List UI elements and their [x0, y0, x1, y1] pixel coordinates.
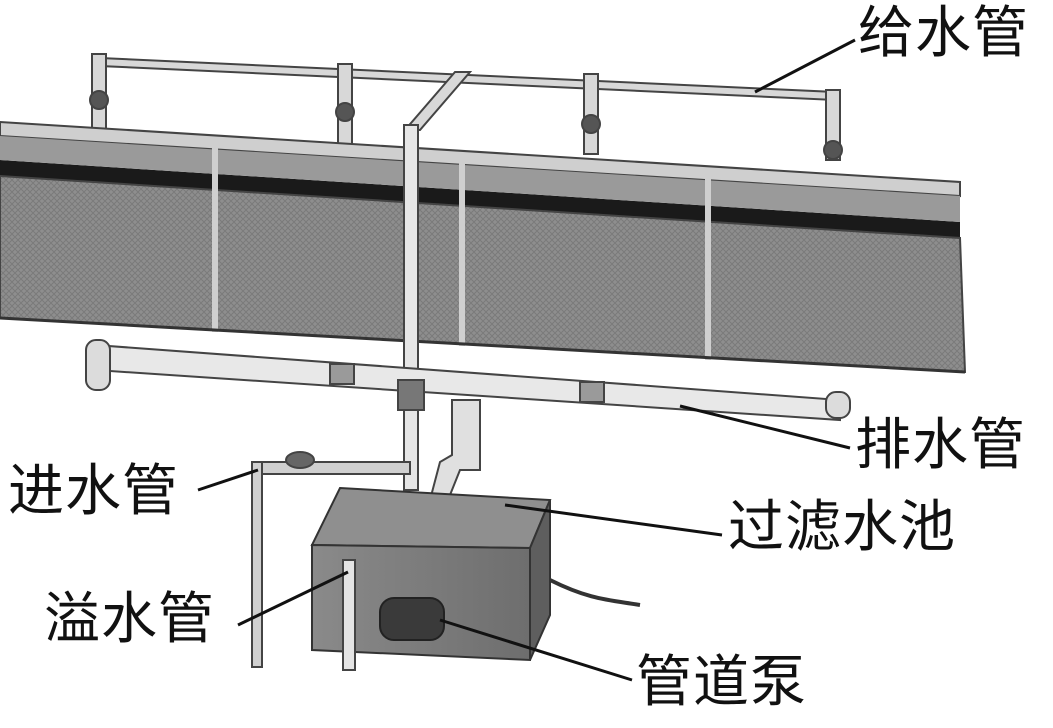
- overflow-pipe: [342, 559, 356, 671]
- drain-return-pipe: [428, 399, 481, 501]
- drain-pipe-label: 排水管: [855, 413, 1026, 478]
- inlet-pipe-label: 进水管: [8, 459, 179, 524]
- leader-inlet: [197, 468, 259, 492]
- feed-pipe: [403, 124, 419, 491]
- pipeline-pump-label: 管道泵: [636, 650, 807, 715]
- leader-pump: [439, 618, 633, 682]
- supply-pipe-label: 给水管: [858, 1, 1029, 66]
- leader-overflow: [237, 570, 349, 627]
- leader-filter: [504, 503, 723, 537]
- filter-tank-label: 过滤水池: [728, 495, 956, 560]
- cooling-pad: [0, 120, 967, 374]
- supply-pipe-main: [99, 56, 836, 102]
- inlet-pipe: [251, 451, 411, 668]
- pipeline-pump: [379, 597, 445, 641]
- supply-pipe-assembly: [89, 53, 843, 161]
- leader-supply: [754, 38, 856, 94]
- drain-pipe-assembly: [85, 339, 851, 501]
- overflow-pipe-label: 溢水管: [44, 587, 215, 652]
- leader-lines: [197, 38, 856, 682]
- leader-drain: [679, 404, 851, 450]
- filter-tank: [310, 486, 641, 662]
- supply-branch: [402, 71, 473, 131]
